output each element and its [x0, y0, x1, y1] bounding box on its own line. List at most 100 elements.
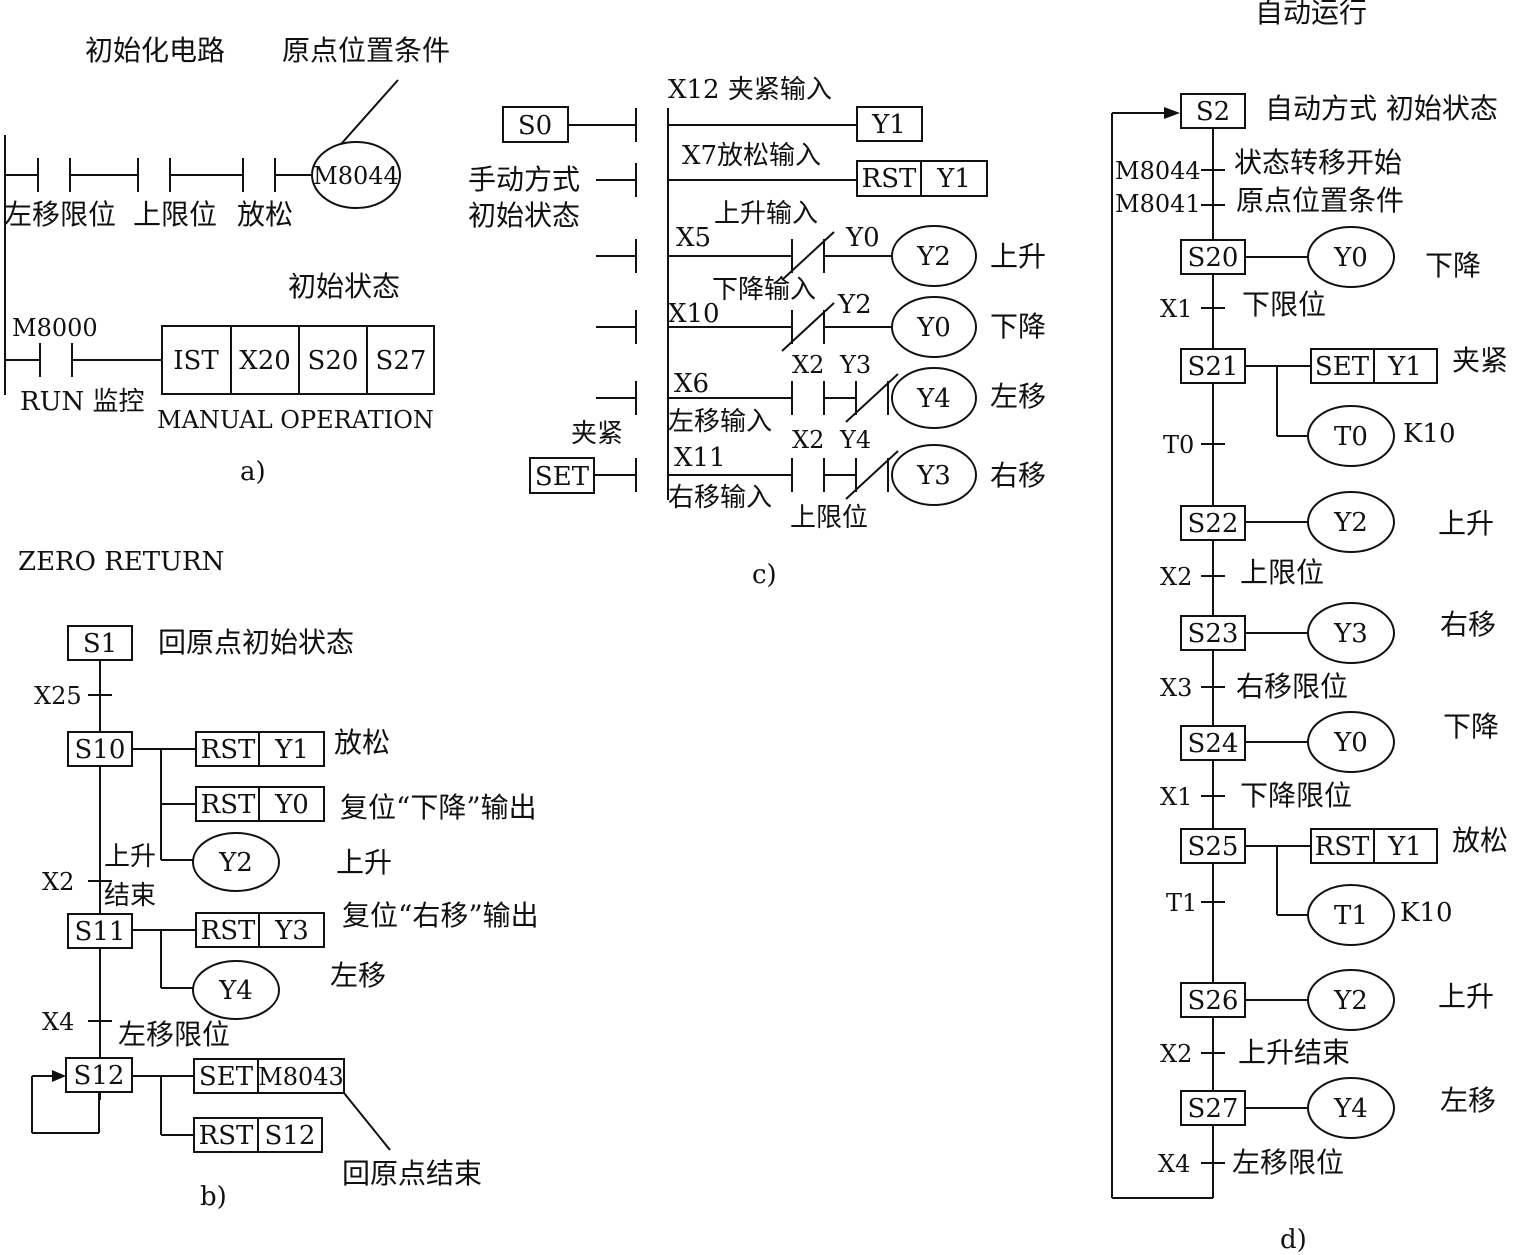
c-upper-limit: 上限位: [790, 503, 868, 533]
d-step-desc: 上升: [1438, 507, 1494, 540]
c-down-in: 下降输入: [712, 275, 816, 305]
a-contact-m8000: M8000: [12, 314, 98, 342]
panel-b: ZERO RETURN S1 回原点初始状态 X25 S10 RST Y1 放松…: [18, 547, 539, 1212]
d-step-desc: 下降: [1443, 710, 1499, 743]
c-right-in: 右移输入: [668, 483, 772, 513]
d-timer-t0: [1307, 405, 1395, 467]
d-timer-k: K10: [1400, 898, 1453, 928]
d-m8044: M8044: [1115, 157, 1201, 185]
b-s1-desc: 回原点初始状态: [158, 626, 354, 659]
svg-text:S24: S24: [1188, 729, 1239, 759]
b-step-s12: [65, 1057, 133, 1093]
svg-text:RST: RST: [201, 735, 256, 765]
panel-c: S0 X12 夹紧输入 Y1 手动方式 初始状态 X7放松输入 RST Y1 上…: [468, 75, 1046, 590]
svg-text:Y1: Y1: [936, 164, 971, 194]
svg-text:SET: SET: [535, 462, 590, 492]
d-step-desc: 夹紧: [1452, 344, 1508, 377]
svg-text:S0: S0: [518, 111, 552, 141]
svg-text:S20: S20: [1188, 243, 1239, 273]
panel-d: 自动运行 S2 自动方式 初始状态 M8044 状态转移开始 M8041 原点位…: [1111, 0, 1508, 1255]
svg-text:T1: T1: [1334, 901, 1368, 931]
b-left-limit: 左移限位: [118, 1018, 230, 1051]
svg-text:S2: S2: [1196, 97, 1230, 127]
d-step-desc: 下降: [1425, 249, 1481, 282]
c-y0-nc: Y0: [845, 223, 880, 253]
d-trans-x: T1: [1166, 889, 1197, 917]
d-timer-k: K10: [1403, 419, 1456, 449]
b-reset-right: 复位“右移”输出: [342, 899, 539, 932]
c-manual-1: 手动方式: [468, 163, 580, 196]
a-ist-cell: X20: [239, 346, 291, 376]
c-nc-slash: [781, 231, 835, 281]
b-step-s12-label: S12: [74, 1061, 125, 1091]
c-x2-a: X2: [792, 351, 824, 379]
d-trans-desc: 下降限位: [1240, 779, 1352, 812]
d-trans-x: T0: [1163, 431, 1194, 459]
c-y3-nc: Y3: [839, 351, 871, 379]
b-step-s10-label: S10: [75, 735, 126, 765]
svg-text:Y3: Y3: [1333, 619, 1368, 649]
c-y2-nc: Y2: [837, 290, 872, 320]
a-contact-left-limit: 左移限位: [4, 198, 116, 231]
a-contact-upper-limit: 上限位: [133, 198, 217, 231]
b-trans-x25: X25: [34, 682, 82, 710]
b-leader-line: [343, 1092, 391, 1151]
d-trans-x: X2: [1160, 1040, 1192, 1068]
c-x5: X5: [676, 223, 711, 253]
b-step-s10: [67, 731, 133, 767]
d-step-s2: [1180, 93, 1246, 129]
d-step: [1180, 1090, 1246, 1126]
c-right: 右移: [990, 459, 1046, 492]
svg-text:S21: S21: [1188, 352, 1239, 382]
b-set-m8043: [193, 1058, 345, 1094]
d-trans-x: X4: [1158, 1150, 1190, 1178]
c-up: 上升: [990, 240, 1046, 273]
d-step: [1180, 615, 1246, 651]
d-trans-x: X2: [1160, 563, 1192, 591]
svg-text:Y2: Y2: [1333, 508, 1368, 538]
svg-text:Y3: Y3: [274, 916, 309, 946]
c-caption: c): [752, 560, 777, 590]
d-coil: [1307, 1077, 1395, 1139]
b-up-end-2: 结束: [104, 881, 156, 911]
panel-a: 初始化电路 原点位置条件 M8044 左移限位 上限位 放松 初始状态 M800…: [4, 34, 450, 487]
d-trans-x: X3: [1160, 674, 1192, 702]
a-title-init-circuit: 初始化电路: [85, 34, 225, 67]
c-x6: X6: [674, 369, 709, 399]
b-reset-down: 复位“下降”输出: [340, 791, 537, 824]
b-up: 上升: [336, 846, 392, 879]
a-ist-cell: S20: [308, 346, 359, 376]
svg-text:Y0: Y0: [1333, 243, 1368, 273]
d-trans-x: X1: [1160, 783, 1192, 811]
svg-text:RST: RST: [199, 1121, 254, 1151]
d-step-desc: 右移: [1440, 608, 1496, 641]
svg-text:T0: T0: [1334, 422, 1368, 452]
b-left: 左移: [330, 959, 386, 992]
svg-text:Y0: Y0: [916, 313, 951, 343]
d-loop-arrow: [1164, 107, 1180, 119]
c-manual-2: 初始状态: [468, 199, 580, 232]
c-x12-label: X12 夹紧输入: [668, 75, 832, 105]
c-step-s0: [502, 106, 569, 143]
b-coil-y4: [192, 960, 280, 1020]
b-coil-y2: [192, 832, 280, 892]
d-trans-x: X1: [1160, 295, 1192, 323]
c-coil-y0: [891, 296, 977, 358]
d-step-desc: 左移: [1440, 1084, 1496, 1117]
d-coil: [1307, 226, 1395, 288]
a-coil-m8044-label: M8044: [313, 162, 399, 190]
svg-text:Y4: Y4: [218, 976, 253, 1006]
svg-text:Y1: Y1: [274, 735, 309, 765]
b-trans-x2: X2: [42, 868, 74, 896]
a-leader-line: [333, 79, 399, 153]
svg-text:Y0: Y0: [274, 790, 309, 820]
svg-text:S22: S22: [1188, 509, 1239, 539]
svg-text:S25: S25: [1188, 832, 1239, 862]
d-step-desc: 放松: [1452, 824, 1508, 857]
d-s2-desc: 自动方式 初始状态: [1265, 92, 1498, 125]
c-y4-nc: Y4: [839, 426, 871, 454]
d-timer-t1: [1307, 884, 1395, 946]
d-step-desc: 上升: [1438, 980, 1494, 1013]
svg-text:Y2: Y2: [916, 242, 951, 272]
d-coil: [1307, 969, 1395, 1031]
